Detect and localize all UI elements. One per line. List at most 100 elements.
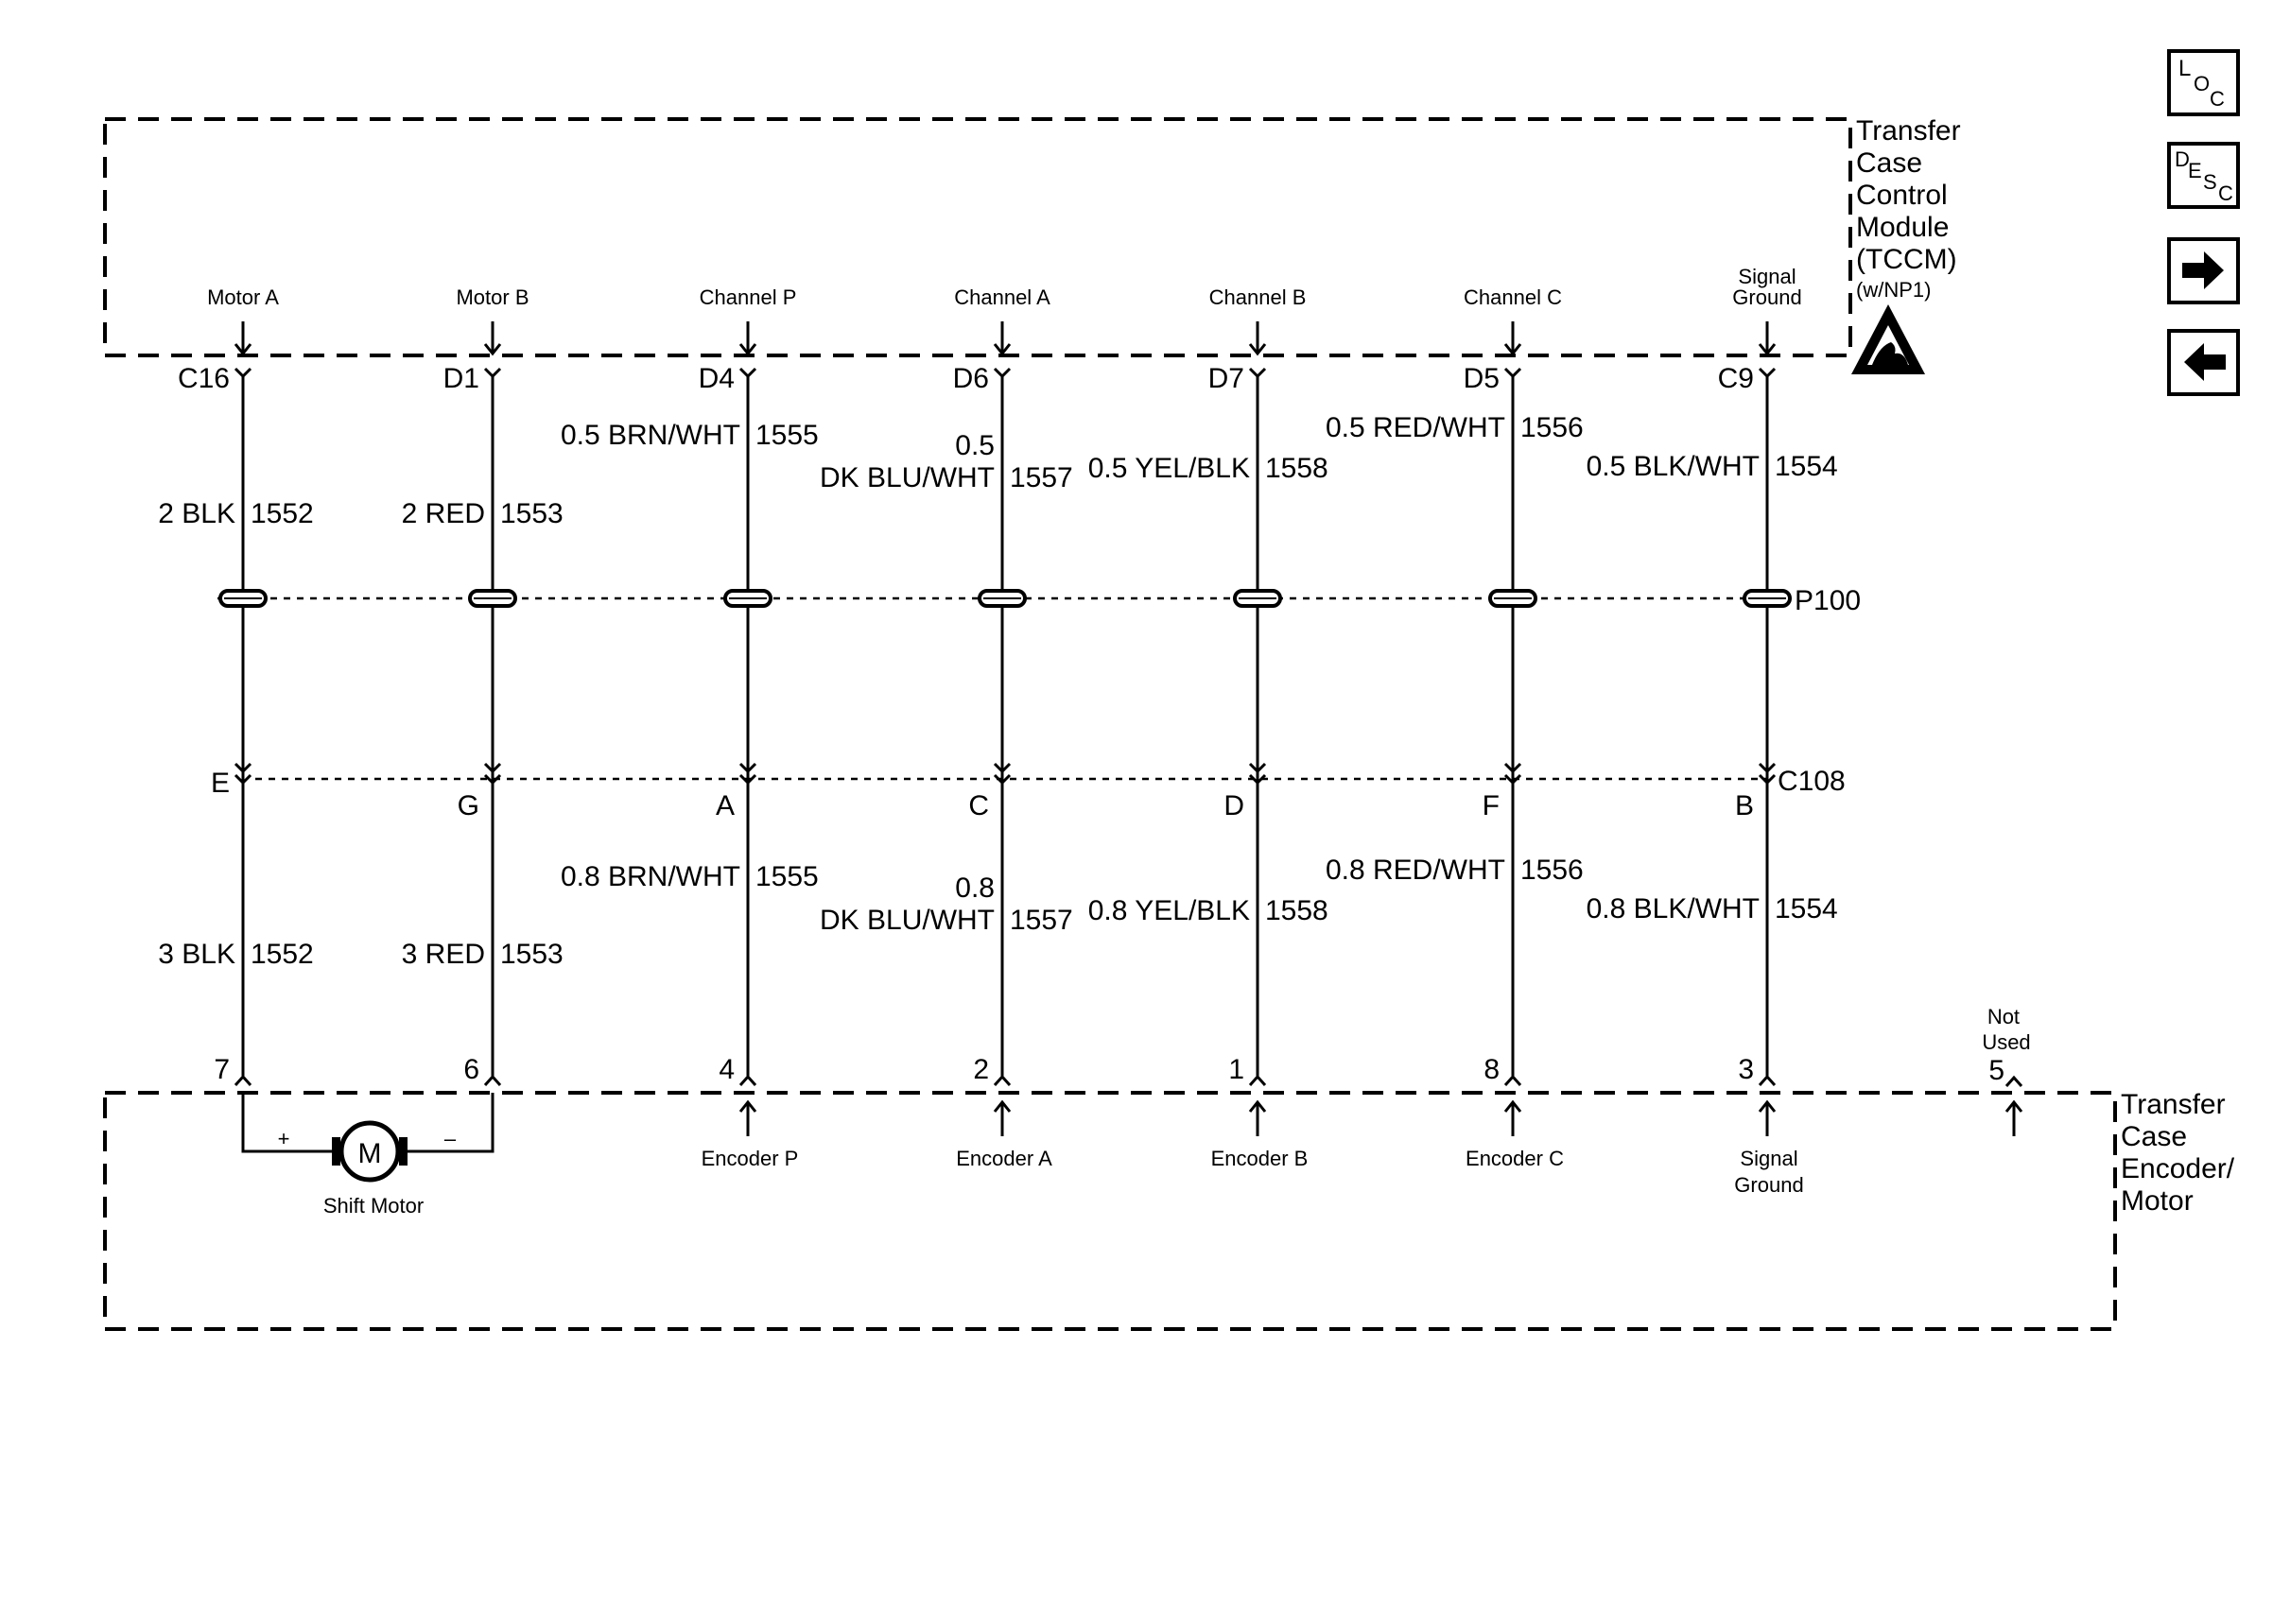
encoder-pin-label: 8	[1484, 1054, 1500, 1085]
encoder-signal-label: Encoder A	[956, 1147, 1052, 1170]
tccm-signal-label: Channel C	[1464, 285, 1562, 309]
encoder-pin-label: 4	[719, 1054, 735, 1085]
encoder-pin-label: 3	[1738, 1054, 1754, 1085]
encoder-pin-label: 2	[973, 1054, 989, 1085]
tccm-signal-label: Motor A	[207, 285, 279, 309]
tccm-signal-label: Channel B	[1209, 285, 1307, 309]
upper-circuit-number: 1555	[755, 420, 819, 451]
tccm-signal-label: Motor B	[456, 285, 529, 309]
next-button[interactable]	[2167, 237, 2240, 304]
location-button-letter-main: L	[2178, 56, 2191, 81]
tccm-signal-label: Channel P	[700, 285, 797, 309]
circuit-1555: Channel P D4 0.5 BRN/WHT 1555 0.8 BRN/WHT 155…	[561, 285, 819, 1170]
lower-wire-label: 0.8 BLK/WHT	[1587, 893, 1760, 924]
encoder-pin-label: 7	[214, 1054, 230, 1085]
upper-circuit-number: 1553	[500, 498, 564, 529]
upper-wire-label: 0.5 BRN/WHT	[561, 420, 740, 451]
description-button-letter-main: D	[2175, 147, 2190, 171]
lower-wire-label: 3 BLK	[158, 939, 235, 970]
encoder-module-name: Transfer Case Encoder/ Motor	[2121, 1089, 2242, 1217]
upper-circuit-number: 1556	[1520, 412, 1584, 443]
motor-symbol: M	[358, 1138, 382, 1169]
tccm-pin-label: D5	[1464, 363, 1500, 394]
motor-plus: +	[278, 1127, 290, 1150]
upper-circuit-number: 1552	[251, 498, 314, 529]
lower-wire-label: 3 RED	[402, 939, 485, 970]
esd-warning-icon	[1851, 304, 1925, 374]
lower-circuit-number: 1552	[251, 939, 314, 970]
tccm-note: (w/NP1)	[1856, 278, 1931, 302]
location-button-letter-sub2: C	[2210, 87, 2225, 111]
tccm-pin-label: D4	[699, 363, 735, 394]
c108-pin-label: C	[968, 790, 989, 821]
encoder-pin-label: 1	[1228, 1054, 1244, 1085]
lower-circuit-number: 1557	[1010, 905, 1073, 936]
c108-pin-label: F	[1483, 790, 1500, 821]
circuit-1556: Channel C D5 0.5 RED/WHT 1556 0.8 RED/WHT 155…	[1326, 285, 1584, 1170]
c108-pin-label: D	[1223, 790, 1244, 821]
encoder-signal-label: Encoder C	[1466, 1147, 1564, 1170]
arrow-right-icon	[2182, 251, 2224, 289]
upper-wire-label: 0.5 RED/WHT	[1326, 412, 1505, 443]
lower-circuit-number: 1553	[500, 939, 564, 970]
arrow-left-icon	[2184, 343, 2226, 381]
c108-label: C108	[1778, 766, 1846, 797]
motor-icon	[338, 1120, 401, 1183]
upper-circuit-number: 1557	[1010, 462, 1073, 493]
p100-label: P100	[1795, 585, 1861, 616]
shift-motor: M + – Shift Motor	[241, 1093, 495, 1218]
pin-5-label: 5	[1988, 1055, 2004, 1086]
tccm-signal-label: Channel A	[954, 285, 1050, 309]
upper-wire-label: 2 RED	[402, 498, 485, 529]
upper-circuit-number: 1558	[1265, 453, 1328, 484]
not-used-label: Not Used	[1982, 1005, 2030, 1054]
lower-wire-label: 0.8 BRN/WHT	[561, 861, 740, 892]
location-button[interactable]: L O C	[2167, 49, 2240, 116]
tccm-pin-label: C16	[178, 363, 230, 394]
tccm-pin-label: C9	[1718, 363, 1754, 394]
c108-pin-label: G	[458, 790, 479, 821]
description-button[interactable]: D E S C	[2167, 142, 2240, 209]
c108-pin-label: A	[716, 790, 735, 821]
tccm-pin-label: D6	[953, 363, 989, 394]
previous-button[interactable]	[2167, 329, 2240, 396]
tccm-pin-label: D7	[1208, 363, 1244, 394]
shift-motor-label: Shift Motor	[323, 1194, 424, 1218]
encoder-pin-label: 6	[463, 1054, 479, 1085]
lower-circuit-number: 1555	[755, 861, 819, 892]
encoder-signal-label: Encoder B	[1211, 1147, 1309, 1170]
circuit-1558: Channel B D7 0.5 YEL/BLK 1558 0.8 YEL/BLK 155…	[1088, 285, 1328, 1170]
description-button-letter-sub1: E	[2188, 159, 2202, 182]
motor-minus: –	[444, 1127, 457, 1150]
upper-wire-label: 0.5 BLK/WHT	[1587, 451, 1760, 482]
upper-wire-label: 0.5 YEL/BLK	[1088, 453, 1250, 484]
lower-circuit-number: 1556	[1520, 855, 1584, 886]
tccm-name: Transfer Case Control Module (TCCM)	[1856, 115, 1969, 275]
lower-wire-label: 0.8 RED/WHT	[1326, 855, 1505, 886]
unused-pin: Not Used 5	[1982, 1005, 2031, 1136]
tccm-pin-label: D1	[443, 363, 479, 394]
encoder-module-box	[103, 1091, 2117, 1331]
c108-pin-label: E	[211, 768, 230, 799]
tccm-module-box	[103, 117, 1852, 357]
upper-wire-label: 2 BLK	[158, 498, 235, 529]
description-button-letter-sub2: S	[2203, 170, 2217, 194]
upper-circuit-number: 1554	[1775, 451, 1838, 482]
lower-circuit-number: 1558	[1265, 895, 1328, 926]
lower-circuit-number: 1554	[1775, 893, 1838, 924]
lower-wire-label: 0.8 YEL/BLK	[1088, 895, 1250, 926]
encoder-signal-label: Encoder P	[702, 1147, 799, 1170]
location-button-letter-sub1: O	[2194, 72, 2210, 95]
description-button-letter-sub3: C	[2218, 181, 2233, 205]
c108-pin-label: B	[1735, 790, 1754, 821]
